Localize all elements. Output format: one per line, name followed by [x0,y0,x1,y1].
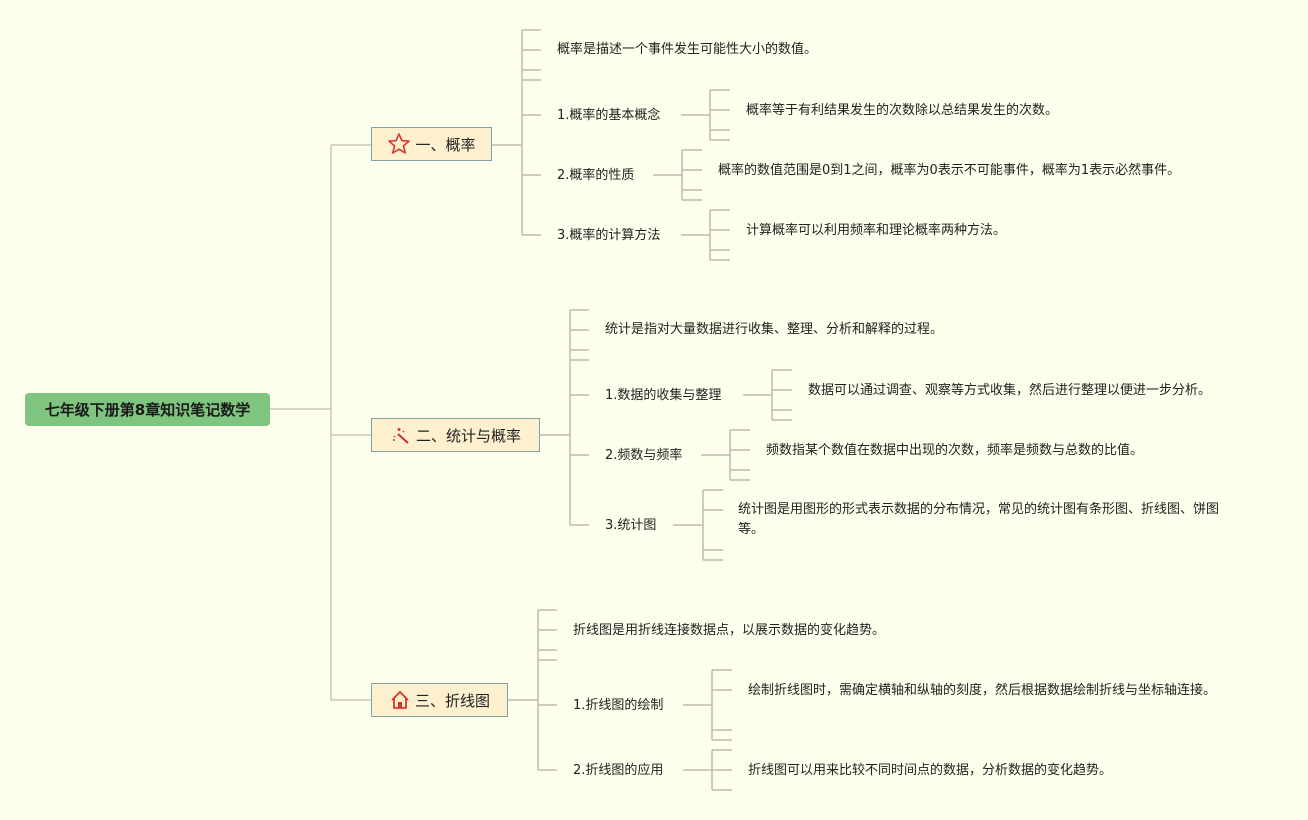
magic-wand-icon [392,428,409,444]
detail-text[interactable]: 频数指某个数值在数据中出现的次数，频率是频数与总数的比值。 [766,443,1144,458]
detail-text[interactable]: 数据可以通过调查、观察等方式收集，然后进行整理以便进一步分析。 [808,383,1212,398]
subtopic-label[interactable]: 2.频数与频率 [605,448,683,463]
subtopic-label[interactable]: 1.数据的收集与整理 [605,388,722,403]
summary-text[interactable]: 折线图是用折线连接数据点，以展示数据的变化趋势。 [573,623,886,638]
detail-text[interactable]: 概率等于有利结果发生的次数除以总结果发生的次数。 [746,103,1059,118]
subtopic-label[interactable]: 2.折线图的应用 [573,763,664,778]
home-icon [391,691,409,709]
branch-line-chart[interactable]: 三、折线图 [371,683,508,717]
detail-text[interactable]: 计算概率可以利用频率和理论概率两种方法。 [746,223,1007,238]
branch-label: 二、统计与概率 [415,426,521,445]
branch-label: 一、概率 [415,135,476,154]
branch-probability[interactable]: 一、概率 [371,127,492,161]
branch-label: 三、折线图 [414,691,490,710]
subtopic-label[interactable]: 3.概率的计算方法 [557,228,661,243]
star-icon [388,133,411,154]
detail-text[interactable]: 折线图可以用来比较不同时间点的数据，分析数据的变化趋势。 [748,763,1113,778]
subtopic-label[interactable]: 2.概率的性质 [557,168,635,183]
summary-text[interactable]: 概率是描述一个事件发生可能性大小的数值。 [557,42,818,57]
summary-text[interactable]: 统计是指对大量数据进行收集、整理、分析和解释的过程。 [605,322,944,337]
subtopic-label[interactable]: 3.统计图 [605,518,657,533]
root-topic[interactable]: 七年级下册第8章知识笔记数学 [25,393,270,426]
detail-text[interactable]: 统计图是用图形的形式表示数据的分布情况，常见的统计图有条形图、折线图、饼图等。 [738,502,1220,537]
detail-text[interactable]: 绘制折线图时，需确定横轴和纵轴的刻度，然后根据数据绘制折线与坐标轴连接。 [748,683,1217,698]
subtopic-label[interactable]: 1.折线图的绘制 [573,698,664,713]
detail-text[interactable]: 概率的数值范围是0到1之间，概率为0表示不可能事件，概率为1表示必然事件。 [718,163,1181,178]
branch-statistics[interactable]: 二、统计与概率 [371,418,540,452]
root-title: 七年级下册第8章知识笔记数学 [44,401,251,419]
subtopic-label[interactable]: 1.概率的基本概念 [557,108,661,123]
